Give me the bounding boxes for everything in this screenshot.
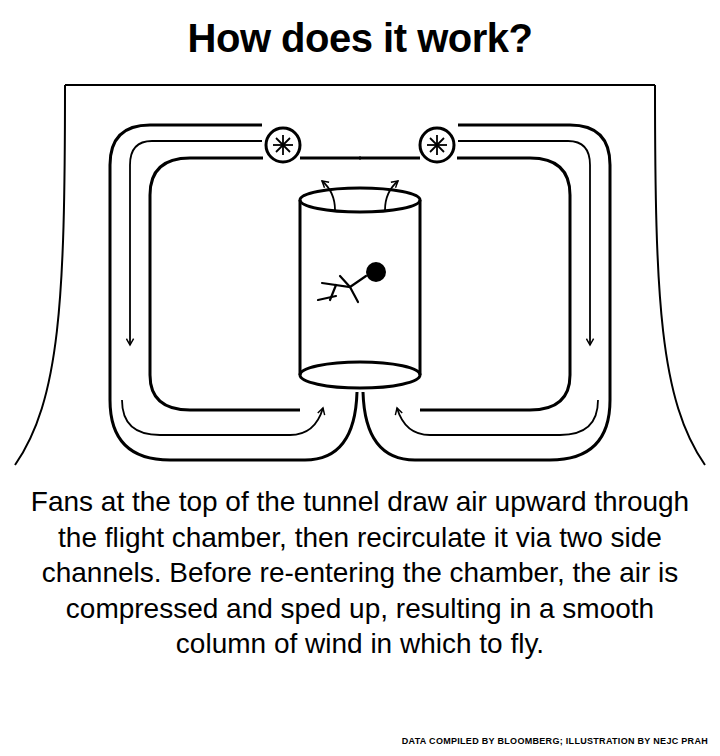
flyer-figure [318, 262, 386, 302]
credit-line: DATA COMPILED BY BLOOMBERG; ILLUSTRATION… [402, 736, 708, 746]
page-title: How does it work? [10, 16, 710, 60]
building-outline [15, 85, 705, 465]
caption-text: Fans at the top of the tunnel draw air u… [20, 484, 700, 662]
flight-chamber [300, 188, 420, 388]
left-channel [110, 125, 361, 460]
right-channel [359, 125, 610, 460]
